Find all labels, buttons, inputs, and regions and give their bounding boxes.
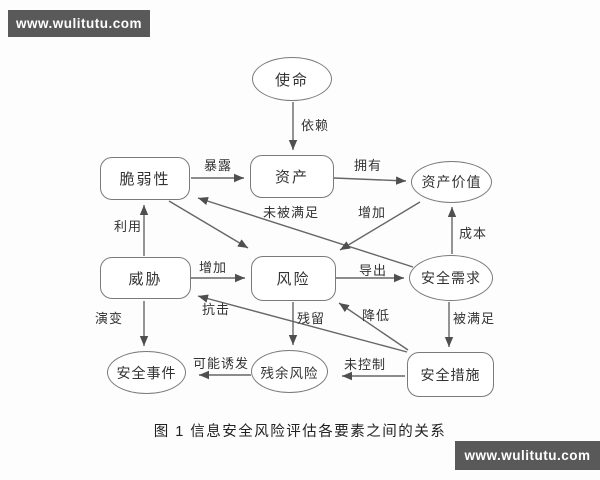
edge-label-may-induce: 可能诱发 [193, 356, 250, 371]
edge-label-increase-threat: 增加 [199, 260, 228, 275]
edge-label-reduce: 降低 [362, 308, 391, 323]
edge-label-satisfied: 被满足 [453, 311, 496, 326]
watermark-bottom: www.wulitutu.com [455, 441, 600, 470]
node-security-requirement: 安全需求 [409, 255, 493, 301]
edge-asset-asset-value [333, 176, 407, 185]
edge-label-cost: 成本 [459, 226, 488, 241]
edge-label-own: 拥有 [354, 158, 383, 173]
figure-caption: 图 1 信息安全风险评估各要素之间的关系 [153, 424, 447, 440]
node-asset: 资产 [250, 155, 334, 198]
node-residual-risk: 残余风险 [251, 350, 328, 393]
watermark-top: www.wulitutu.com [8, 10, 150, 37]
node-asset-value: 资产价值 [411, 161, 492, 203]
edge-label-evolve: 演变 [95, 311, 124, 326]
edge-label-resist: 抗击 [202, 302, 231, 317]
node-mission: 使命 [252, 57, 332, 101]
edge-label-depend: 依赖 [301, 118, 330, 133]
edge-label-expose: 暴露 [204, 158, 233, 173]
edge-vulnerability-risk [168, 200, 249, 249]
edge-label-increase-value: 增加 [358, 205, 387, 220]
node-threat: 威胁 [100, 257, 191, 299]
edge-label-exploit: 利用 [114, 219, 143, 234]
edge-label-derive: 导出 [359, 263, 388, 278]
edge-label-uncontrolled: 未控制 [344, 357, 387, 372]
node-risk: 风险 [251, 256, 336, 301]
edge-label-unsatisfied: 未被满足 [263, 205, 320, 220]
node-security-incident: 安全事件 [107, 351, 186, 394]
node-vulnerability: 脆弱性 [100, 157, 190, 200]
node-security-measure: 安全措施 [407, 352, 494, 397]
edge-label-residual: 残留 [297, 311, 326, 326]
